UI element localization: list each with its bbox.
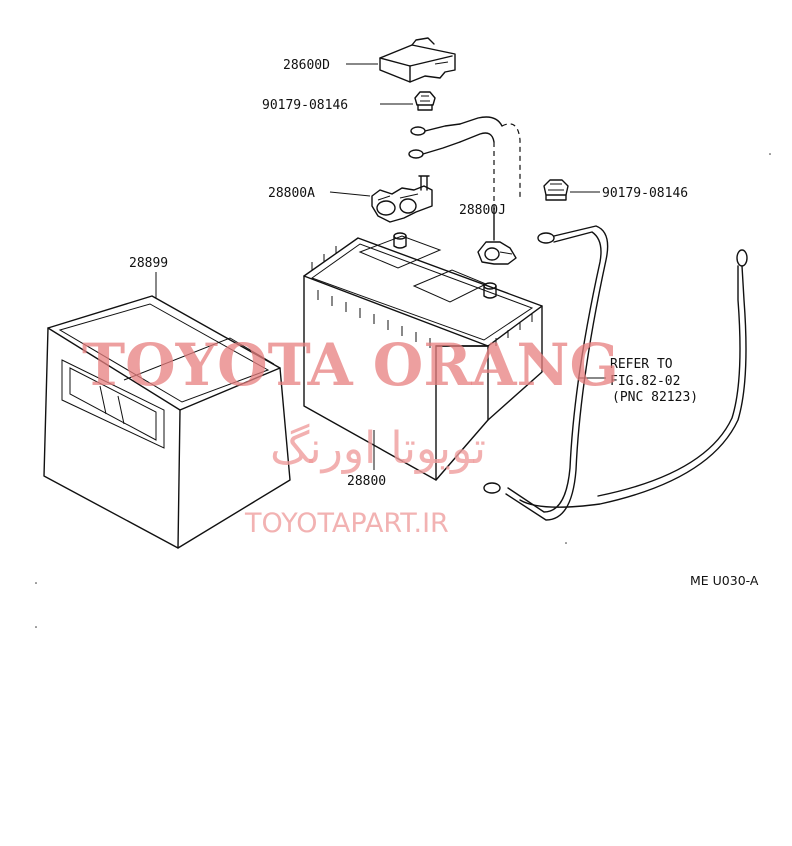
- label-bolt-upper: 90179-08146: [262, 98, 348, 113]
- terminal-connector-28800J: [477, 241, 517, 265]
- terminal-clamp-28800A: [371, 175, 433, 223]
- label-bolt-right: 90179-08146: [602, 186, 688, 201]
- scan-speck: [769, 153, 771, 155]
- scan-speck: [565, 542, 567, 544]
- battery-28800: [303, 232, 543, 481]
- label-28800A: 28800A: [268, 186, 315, 201]
- label-28800J: 28800J: [459, 203, 506, 218]
- figure-code: ME U030-A: [690, 573, 759, 588]
- watermark-site: TOYOTAPART.IR: [244, 508, 449, 539]
- reference-line-2: FIG.82-02: [610, 374, 680, 389]
- leader-28800A: [329, 191, 371, 197]
- negative-cable: [483, 225, 748, 521]
- reference-line-1: REFER TO: [610, 357, 673, 372]
- watermark-brand: TOYOTA ORANG: [82, 331, 619, 399]
- label-28899: 28899: [129, 256, 168, 271]
- scan-speck: [35, 582, 37, 584]
- terminal-cover-28600D: [379, 37, 456, 83]
- bolt-right: [543, 179, 569, 201]
- reference-line-3: (PNC 82123): [612, 390, 698, 405]
- bolt-upper: [414, 91, 436, 111]
- label-28800: 28800: [347, 474, 386, 489]
- watermark-persian: تویوتا اورنگ: [270, 423, 486, 474]
- battery-box-28899: [43, 295, 291, 549]
- label-28600D: 28600D: [283, 58, 330, 73]
- positive-cable-28800J: [408, 116, 521, 241]
- scan-speck: [35, 626, 37, 628]
